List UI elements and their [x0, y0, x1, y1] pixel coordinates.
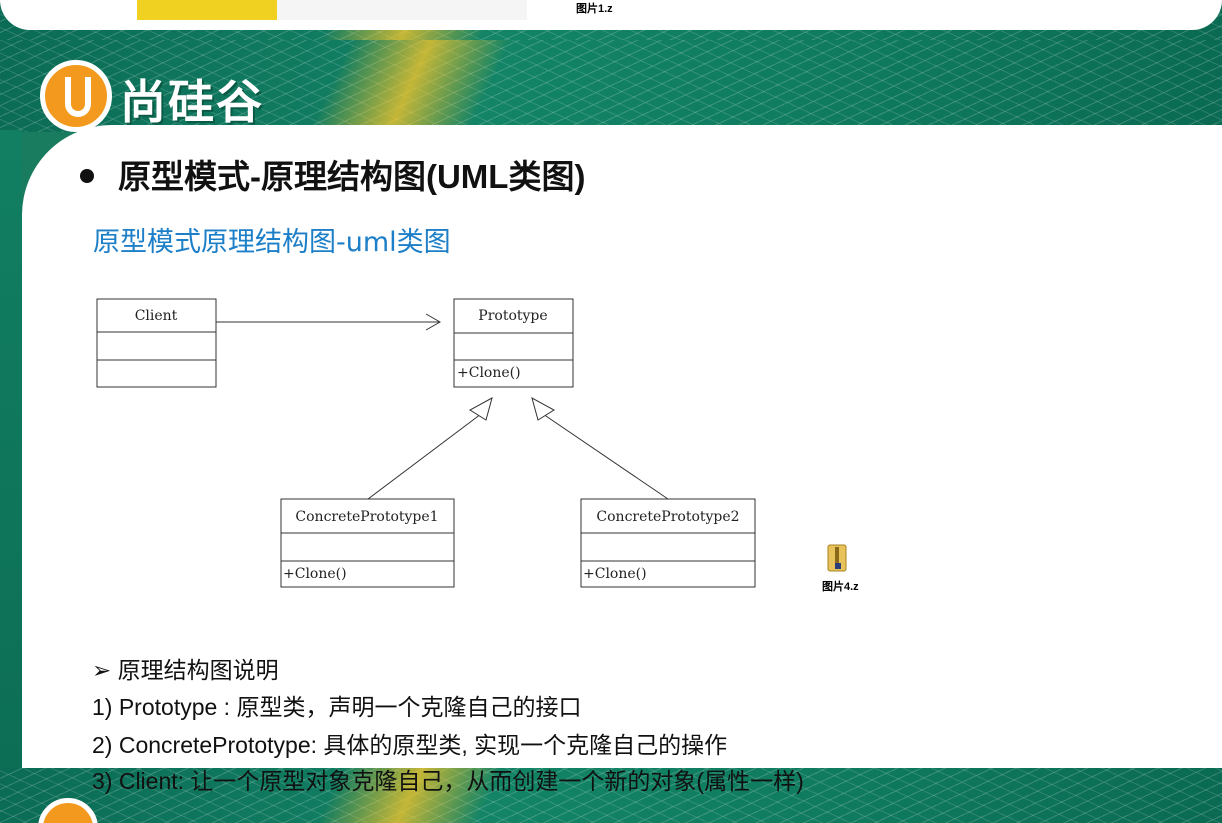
previous-slide-band: 图片1.z	[0, 0, 1222, 40]
class-name: ConcretePrototype2	[596, 509, 739, 525]
class-name: ConcretePrototype1	[295, 509, 438, 525]
description-heading: ➢ 原理结构图说明	[92, 657, 279, 683]
slide-header-band	[0, 40, 1222, 132]
next-slide-band	[0, 768, 1222, 823]
class-client: Client	[96, 298, 217, 388]
previous-slide-file-label: 图片1.z	[576, 3, 613, 15]
slide-title: 原型模式-原理结构图(UML类图)	[80, 150, 585, 198]
description-item-1: 1) Prototype : 原型类，声明一个克隆自己的接口	[92, 694, 582, 720]
class-prototype: Prototype +Clone()	[453, 298, 574, 388]
previous-slide-card: 图片1.z	[0, 0, 1222, 30]
zip-file-icon[interactable]	[826, 543, 850, 573]
class-method: +Clone()	[583, 566, 647, 582]
slide-subtitle: 原型模式原理结构图-uml类图	[93, 227, 451, 258]
logo-u-icon	[40, 60, 112, 132]
class-name: Prototype	[478, 308, 547, 324]
class-method: +Clone()	[457, 365, 521, 381]
class-concrete-prototype-1: ConcretePrototype1 +Clone()	[280, 498, 455, 588]
inheritance-arrow-1	[367, 396, 493, 500]
slide-title-text: 原型模式-原理结构图(UML类图)	[118, 158, 586, 195]
description-item-2: 2) ConcretePrototype: 具体的原型类, 实现一个克隆自己的操…	[92, 732, 728, 758]
next-slide-clip: 3) Client: 让一个原型对象克隆自己，从而创建一个新的对象(属性一样)	[0, 768, 1222, 823]
description-item-3: 3) Client: 让一个原型对象克隆自己，从而创建一个新的对象(属性一样)	[92, 768, 804, 794]
bullet-icon	[80, 169, 94, 184]
logo-text: 尚硅谷	[120, 75, 264, 129]
inheritance-arrow-2	[531, 396, 669, 500]
class-method: +Clone()	[283, 566, 347, 582]
class-name: Client	[135, 308, 178, 324]
previous-slide-image-figure	[137, 0, 277, 20]
slide-left-border	[0, 130, 22, 770]
class-concrete-prototype-2: ConcretePrototype2 +Clone()	[580, 498, 756, 588]
association-arrow	[216, 313, 442, 331]
slide-body	[22, 125, 1222, 775]
attachment-file-label: 图片4.z	[822, 581, 859, 593]
